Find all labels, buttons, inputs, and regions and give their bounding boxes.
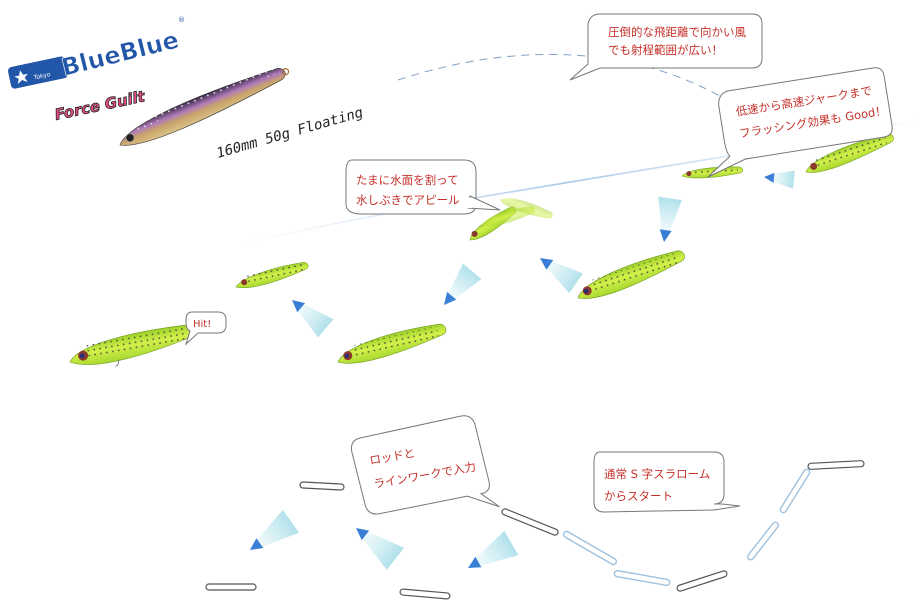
brand-logo: Tokyo BlueBlue ® [7, 16, 185, 89]
lure-right [577, 250, 685, 299]
lure-jerk-2 [805, 133, 894, 173]
bubble-rod: ロッドと ラインワークで入力 [350, 415, 500, 515]
spec-label: 160mm 50g Floating [215, 105, 365, 162]
logo-wordmark: BlueBlue [59, 26, 182, 82]
bubble-casting: 圧倒的な飛距離で向かい風 でも射程範囲が広い！ [569, 13, 763, 81]
bubble-slalom-line1: 通常 S 字スラローム [604, 467, 710, 481]
hero-lure [119, 68, 290, 146]
bubble-casting-line1: 圧倒的な飛距離で向かい風 [608, 25, 746, 39]
product-name: Force Guilt [53, 87, 147, 124]
bubble-hit-text: Hit! [193, 319, 211, 330]
registered-mark: ® [178, 16, 185, 24]
bubble-casting-line2: でも射程範囲が広い！ [608, 43, 723, 57]
lure-hit [69, 324, 197, 367]
bubble-splash-line1: たまに水面を割って [356, 173, 459, 187]
bubble-jerk: 低速から高速ジャークまで フラッシング効果も Good！ [707, 67, 893, 178]
lure-splash-group [469, 198, 553, 241]
lure-center [337, 323, 447, 364]
bubble-splash: たまに水面を割って 水しぶきでアピール [345, 159, 501, 215]
bubble-hit: Hit! [184, 311, 227, 346]
bubble-slalom: 通常 S 字スラローム からスタート [593, 451, 741, 513]
slalom-path [205, 460, 865, 600]
motion-arrows-upper [292, 170, 795, 338]
slalom-path-light [562, 468, 811, 587]
logo-small-text: Tokyo [32, 71, 51, 82]
lure-mid-left [235, 261, 309, 288]
motion-arrows-lower [250, 509, 519, 570]
star-icon [14, 70, 28, 85]
bubble-splash-line2: 水しぶきでアピール [356, 193, 460, 207]
bubble-slalom-line2: からスタート [604, 489, 673, 503]
